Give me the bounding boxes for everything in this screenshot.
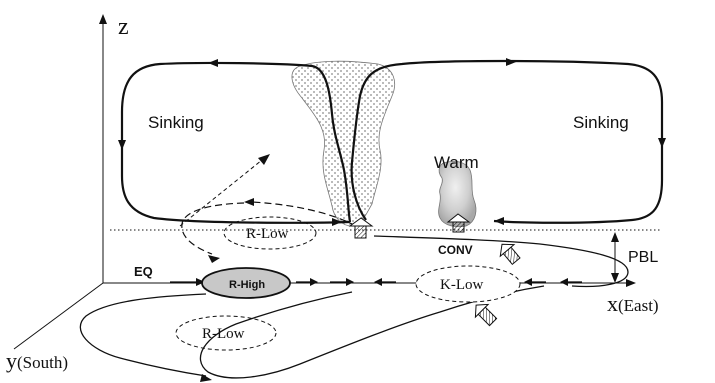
x-axis-arrowhead xyxy=(626,279,636,287)
left-cell-arrowhead-bottom xyxy=(332,218,342,226)
sinking-right-label: Sinking xyxy=(573,113,629,132)
lower-loop-arrowhead xyxy=(200,374,212,382)
left-circulation-cell xyxy=(120,61,352,224)
eq-arrowhead xyxy=(196,278,205,286)
pbl-label: PBL xyxy=(628,249,658,266)
upper-dashed-return-flow xyxy=(251,201,357,227)
conv-label: CONV xyxy=(438,243,473,257)
hatched-arrow-lower xyxy=(474,303,498,327)
warm-label: Warm xyxy=(434,153,479,172)
r-low-lower-label: R-Low xyxy=(202,326,245,342)
sinking-left-label: Sinking xyxy=(148,113,204,132)
r-high-feed-arrowhead xyxy=(208,255,220,263)
x-axis-label: x(East) xyxy=(607,291,659,316)
hatched-arrow-plume-base xyxy=(348,217,374,239)
y-axis xyxy=(13,282,104,350)
diagonal-dashed-arrow xyxy=(179,154,270,227)
surface-flow-arrows xyxy=(296,278,582,286)
upper-dashed-arrowhead xyxy=(244,198,254,206)
warm-air-blob xyxy=(438,160,477,228)
right-cell-arrowhead-top xyxy=(506,58,516,66)
r-high-feed-arc xyxy=(181,202,245,255)
hatched-arrow-warm-base xyxy=(446,213,471,233)
hatched-arrow-conv xyxy=(499,243,521,266)
k-low-ellipse xyxy=(415,265,521,303)
left-cell-arrowhead-left xyxy=(118,140,126,150)
r-low-upper-ellipse xyxy=(223,216,317,250)
right-circulation-cell xyxy=(350,59,664,224)
right-cell-arrowhead-bottom xyxy=(494,217,504,225)
r-low-upper-label: R-Low xyxy=(246,226,289,242)
axes xyxy=(13,14,636,350)
convection-plume xyxy=(291,60,395,227)
r-high-label: R-High xyxy=(229,279,265,291)
left-cell-arrowhead-top xyxy=(208,59,218,67)
lower-surface-loop xyxy=(79,235,629,379)
r-high-ellipse xyxy=(201,267,291,299)
r-low-lower-ellipse xyxy=(175,315,277,351)
z-axis-label: z xyxy=(118,14,129,40)
z-axis-arrowhead xyxy=(99,14,107,24)
pbl-bracket xyxy=(611,232,619,283)
k-low-label: K-Low xyxy=(440,277,483,293)
y-axis-label: y(South) xyxy=(6,348,68,373)
eq-label: EQ xyxy=(134,264,153,279)
right-cell-arrowhead-right xyxy=(658,138,666,148)
